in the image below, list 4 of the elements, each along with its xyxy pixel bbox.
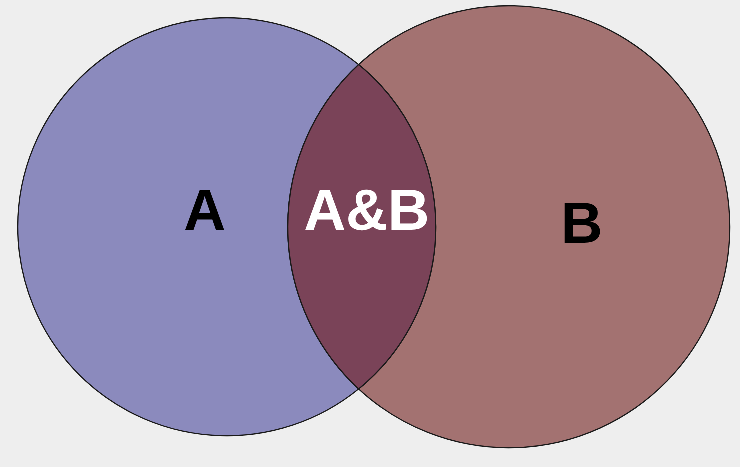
set-label: B	[561, 195, 603, 253]
intersection-region	[287, 64, 438, 390]
set-label: A	[184, 182, 226, 240]
set-label: A&B	[304, 182, 430, 240]
